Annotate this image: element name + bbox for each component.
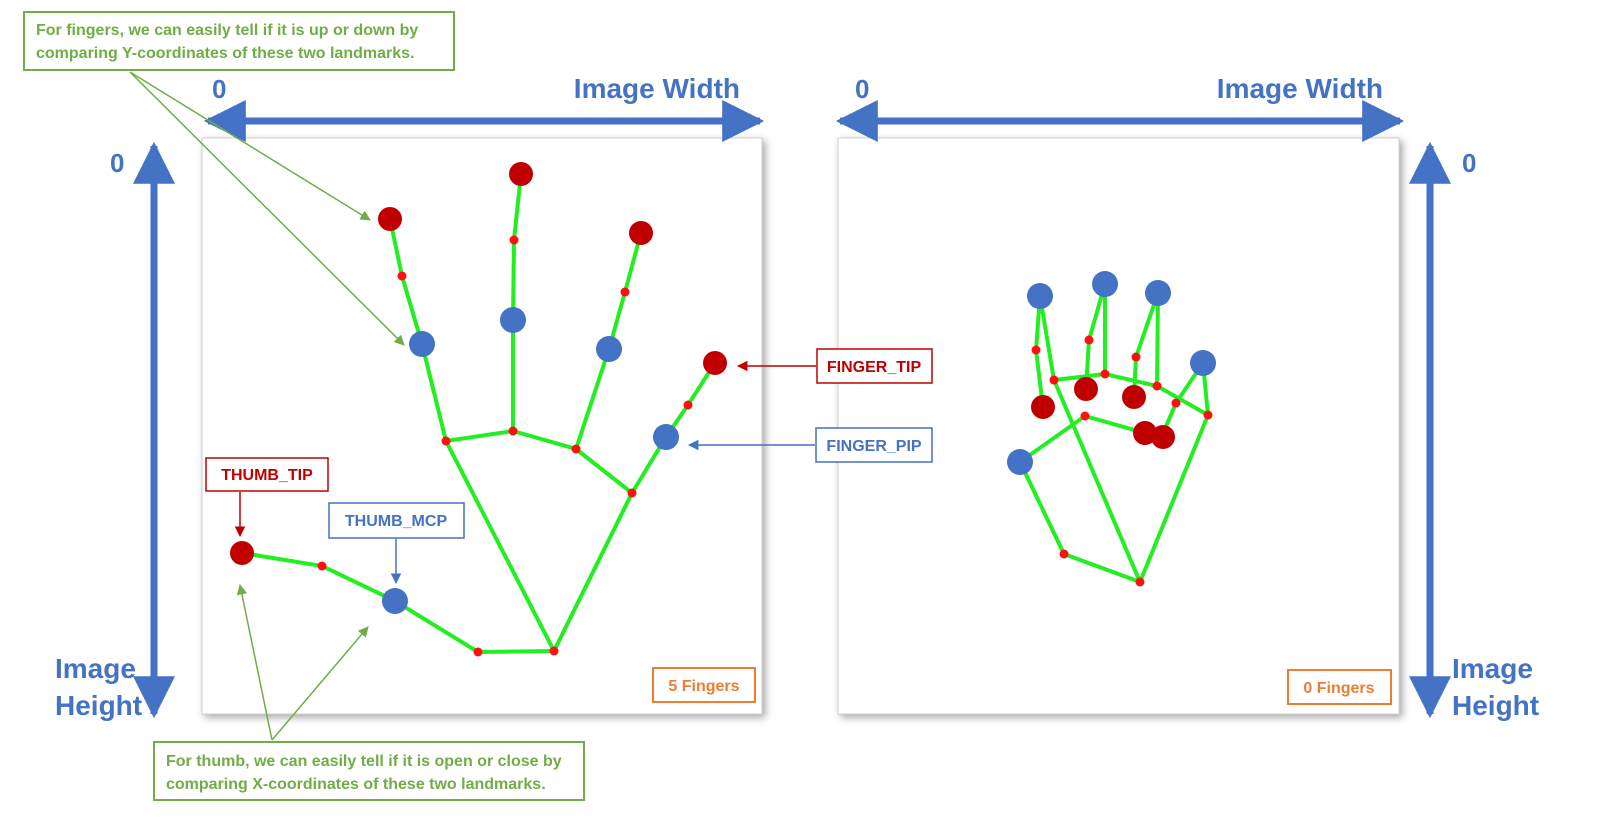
right-y-axis: 0 Image Height	[1409, 141, 1539, 721]
fingers-note: For fingers, we can easily tell if it is…	[23, 11, 455, 346]
left-x-axis: 0 Image Width	[203, 73, 765, 142]
right-x-axis: 0 Image Width	[835, 73, 1405, 142]
left-hand-skeleton	[230, 162, 727, 657]
fingers-note-line2: comparing Y-coordinates of these two lan…	[36, 45, 414, 62]
thumb-mcp-callout: THUMB_MCP	[328, 502, 465, 585]
thumb-tip-landmark	[230, 541, 254, 565]
right-hand-tips	[1031, 377, 1175, 449]
finger-tip-callout: FINGER_TIP	[736, 348, 933, 384]
thumb-note-line2: comparing X-coordinates of these two lan…	[166, 776, 546, 793]
left-x-axis-label: Image Width	[574, 73, 740, 104]
right-finger-count: 0 Fingers	[1303, 680, 1374, 697]
thumb-tip-callout: THUMB_TIP	[205, 457, 329, 538]
thumb-mcp-landmark	[382, 588, 408, 614]
right-hand-skeleton	[1007, 271, 1216, 587]
finger-tip-label: FINGER_TIP	[827, 359, 922, 376]
thumb-tip-label: THUMB_TIP	[221, 467, 313, 484]
finger-pip-landmark	[653, 424, 679, 450]
right-finger-count-badge: 0 Fingers	[1287, 669, 1392, 705]
left-y-axis-label-line2: Height	[55, 690, 142, 721]
left-x-axis-zero: 0	[212, 74, 226, 104]
finger-tip-landmark	[703, 351, 727, 375]
left-hand-pips	[382, 307, 679, 614]
right-x-axis-zero: 0	[855, 74, 869, 104]
finger-pip-callout: FINGER_PIP	[687, 427, 933, 463]
right-y-axis-label-line2: Height	[1452, 690, 1539, 721]
left-hand-joints	[317, 235, 693, 657]
right-hand-pips	[1007, 271, 1216, 475]
right-y-axis-label-line1: Image	[1452, 653, 1533, 684]
fingers-note-line1: For fingers, we can easily tell if it is…	[36, 22, 418, 39]
left-y-axis: 0 Image Height	[55, 141, 175, 721]
left-finger-count: 5 Fingers	[668, 678, 739, 695]
thumb-mcp-label: THUMB_MCP	[345, 513, 448, 530]
thumb-note-line1: For thumb, we can easily tell if it is o…	[166, 753, 562, 770]
right-x-axis-label: Image Width	[1217, 73, 1383, 104]
thumb-note: For thumb, we can easily tell if it is o…	[153, 583, 585, 801]
left-y-axis-zero: 0	[110, 148, 124, 178]
left-finger-count-badge: 5 Fingers	[652, 667, 756, 703]
right-y-axis-zero: 0	[1462, 148, 1476, 178]
left-y-axis-label-line1: Image	[55, 653, 136, 684]
left-image-panel	[201, 137, 763, 715]
right-hand-joints	[1031, 335, 1213, 587]
finger-pip-label: FINGER_PIP	[826, 438, 921, 455]
left-hand-tips	[230, 162, 727, 565]
